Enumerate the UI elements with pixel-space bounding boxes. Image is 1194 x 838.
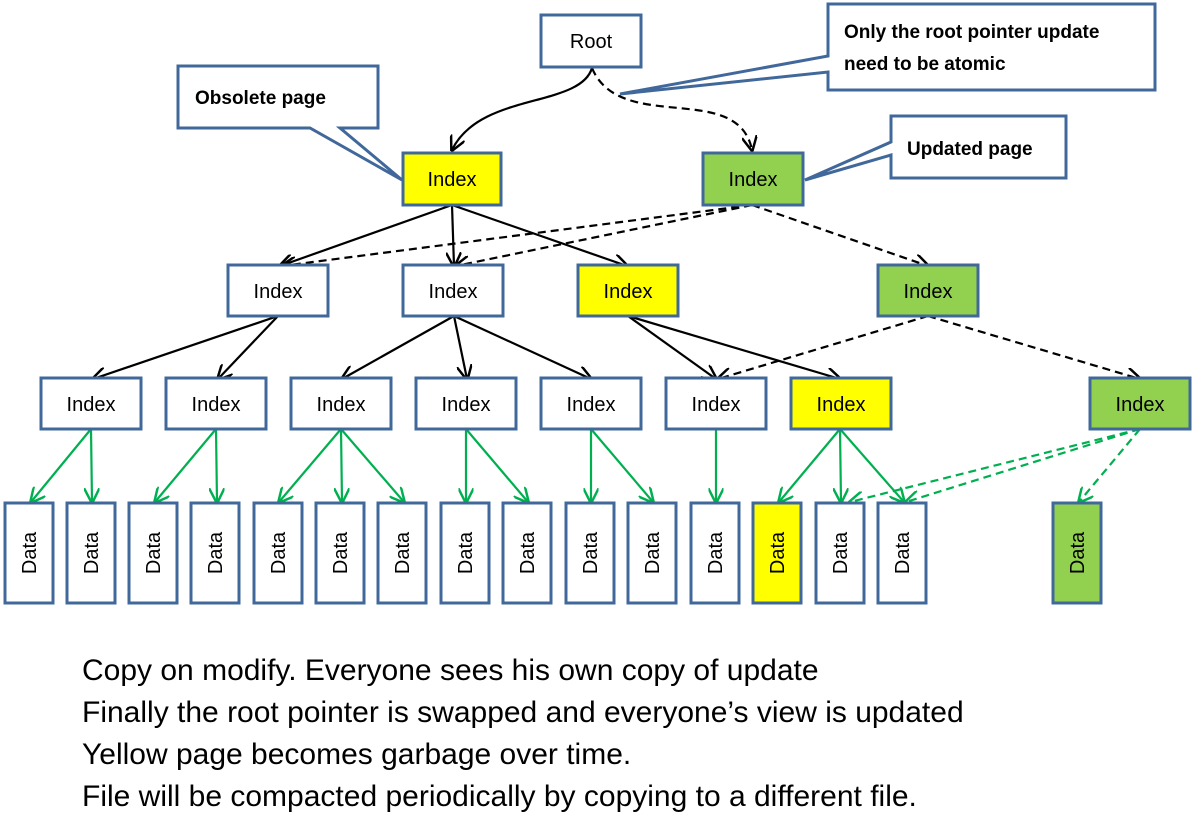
index-node-updated: Index: [1088, 376, 1192, 431]
caption-line: Copy on modify. Everyone sees his own co…: [82, 654, 819, 687]
data-arrows: [31, 428, 904, 502]
callout-updated-text: Updated page: [907, 139, 1033, 160]
data-node: Data: [689, 501, 741, 605]
data-label: Data: [19, 531, 41, 574]
arrow-l1-l2: [280, 203, 453, 266]
data-node: Data: [127, 501, 179, 605]
arrow-l2-l3: [218, 315, 279, 379]
arrow-l1-l2-dashed: [282, 203, 753, 266]
index-node: Index: [164, 376, 268, 431]
arrow-l2-l3: [627, 315, 716, 379]
data-node: Data: [252, 501, 304, 605]
copy-on-write-tree-diagram: Obsolete page Updated page Only the root…: [3, 2, 1192, 605]
arrow-l1-l2-dashed: [456, 203, 753, 266]
arrow-l2-l3-dashed: [718, 314, 929, 379]
data-label: Data: [892, 531, 914, 574]
index-node-updated: Index: [876, 263, 980, 318]
callout-updated-page: Updated page: [804, 114, 1068, 182]
data-label: Data: [580, 531, 602, 574]
index-label: Index: [729, 169, 778, 191]
data-label: Data: [268, 531, 290, 574]
index-label: Index: [192, 394, 241, 416]
data-label: Data: [767, 531, 789, 574]
index-label: Index: [254, 281, 303, 303]
data-label: Data: [143, 531, 165, 574]
index-label: Index: [567, 394, 616, 416]
arrow-root-obsolete-index: [452, 67, 594, 150]
index-node: Index: [414, 376, 518, 431]
index-label: Index: [1116, 394, 1165, 416]
index-node: Index: [664, 376, 768, 431]
data-label: Data: [705, 531, 727, 574]
data-arrows-dashed: [850, 427, 1141, 502]
index-node: Index: [39, 376, 143, 431]
callout-atomic: Only the root pointer update need to be …: [619, 2, 1157, 96]
caption: Copy on modify. Everyone sees his own co…: [82, 650, 964, 818]
data-node: Data: [3, 501, 55, 605]
data-node: Data: [376, 501, 428, 605]
data-node: Data: [189, 501, 241, 605]
arrow-l2-l3: [93, 314, 279, 379]
data-label: Data: [81, 531, 103, 574]
data-label: Data: [455, 531, 477, 574]
arrow-l2-l3: [342, 315, 455, 379]
index-label: Index: [604, 281, 653, 303]
data-node: Data: [314, 501, 366, 605]
data-label: Data: [330, 531, 352, 574]
index-node-updated: Index: [701, 151, 805, 207]
data-node: Data: [814, 501, 866, 605]
index-label: Index: [442, 394, 491, 416]
index-node-obsolete: Index: [401, 151, 503, 207]
index-label: Index: [692, 394, 741, 416]
index-label: Index: [428, 169, 477, 191]
arrow-l1-l2: [451, 203, 627, 266]
index-node: Index: [289, 376, 393, 431]
data-label: Data: [205, 531, 227, 574]
data-node: Data: [65, 501, 117, 605]
index-node-obsolete: Index: [789, 376, 893, 431]
connectors: [31, 67, 1141, 502]
data-node: Data: [439, 501, 491, 605]
arrow-l2-l3: [627, 314, 840, 379]
callout-atomic-line1: Only the root pointer update: [844, 22, 1099, 43]
index-label: Index: [904, 281, 953, 303]
root-node: Root: [539, 13, 643, 69]
arrow-l2-l3-dashed: [927, 314, 1140, 379]
arrow-l1-l2-dashed: [751, 203, 928, 266]
arrow-root-updated-index: [590, 67, 752, 150]
callout-obsolete-page: Obsolete page: [176, 64, 403, 182]
caption-line: Yellow page becomes garbage over time.: [82, 738, 632, 771]
arrow-l2-l3: [453, 315, 591, 379]
data-label: Data: [517, 531, 539, 574]
arrow-l2-l3: [452, 315, 467, 379]
arrow-l1-l2: [452, 204, 454, 266]
caption-line: File will be compacted periodically by c…: [82, 780, 917, 813]
root-label: Root: [570, 31, 613, 53]
data-label: Data: [1067, 531, 1089, 574]
data-node: Data: [626, 501, 678, 605]
index-node-obsolete: Index: [576, 263, 680, 318]
index-label: Index: [817, 394, 866, 416]
caption-line: Finally the root pointer is swapped and …: [82, 696, 964, 729]
data-label: Data: [392, 531, 414, 574]
data-node-obsolete: Data: [751, 501, 803, 605]
index-label: Index: [317, 394, 366, 416]
data-node: Data: [501, 501, 553, 605]
index-node: Index: [401, 263, 505, 318]
index-node: Index: [539, 376, 643, 431]
index-node: Index: [226, 263, 330, 318]
data-label: Data: [830, 531, 852, 574]
data-node: Data: [876, 501, 928, 605]
data-node-updated: Data: [1051, 501, 1103, 605]
callout-atomic-line2: need to be atomic: [844, 54, 1006, 75]
data-node: Data: [564, 501, 616, 605]
data-label: Data: [642, 531, 664, 574]
index-label: Index: [429, 281, 478, 303]
index-label: Index: [67, 394, 116, 416]
callout-obsolete-text: Obsolete page: [195, 88, 326, 109]
